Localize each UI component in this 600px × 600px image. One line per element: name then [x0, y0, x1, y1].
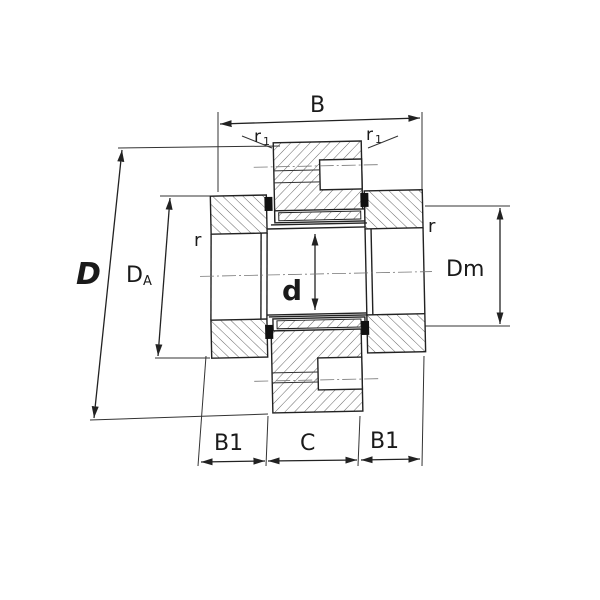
label-DA: DA: [126, 263, 152, 289]
axis-centerline: [199, 271, 432, 277]
label-r-right: r: [428, 216, 436, 237]
dim-B-line: [219, 114, 421, 128]
roller-set-bottom: [268, 314, 367, 332]
side-ring-left: [209, 194, 269, 359]
dim-C-line: [267, 456, 358, 465]
label-Dm: Dm: [446, 257, 484, 282]
seals: [264, 192, 370, 340]
outer-ring-bottom: [270, 326, 364, 414]
side-ring-right: [363, 189, 427, 354]
extension-lines: [89, 112, 510, 467]
dim-B1-right-line: [360, 455, 421, 464]
label-B: B: [310, 93, 325, 118]
inner-shaft: [266, 226, 367, 316]
dim-B1-left-line: [200, 457, 266, 466]
label-B1-left: B1: [214, 431, 243, 456]
dim-D-line: [91, 149, 125, 419]
dimension-lines: [91, 114, 504, 466]
roller-set-top: [270, 208, 367, 226]
label-C: C: [300, 431, 315, 456]
bearing-assembly: [199, 140, 432, 414]
label-r-left: r: [194, 230, 202, 251]
label-B1-right: B1: [370, 429, 399, 454]
label-D: D: [76, 257, 101, 292]
outer-ring-top: [272, 140, 364, 222]
label-d: d: [282, 274, 302, 307]
dim-DA-line: [155, 197, 173, 357]
